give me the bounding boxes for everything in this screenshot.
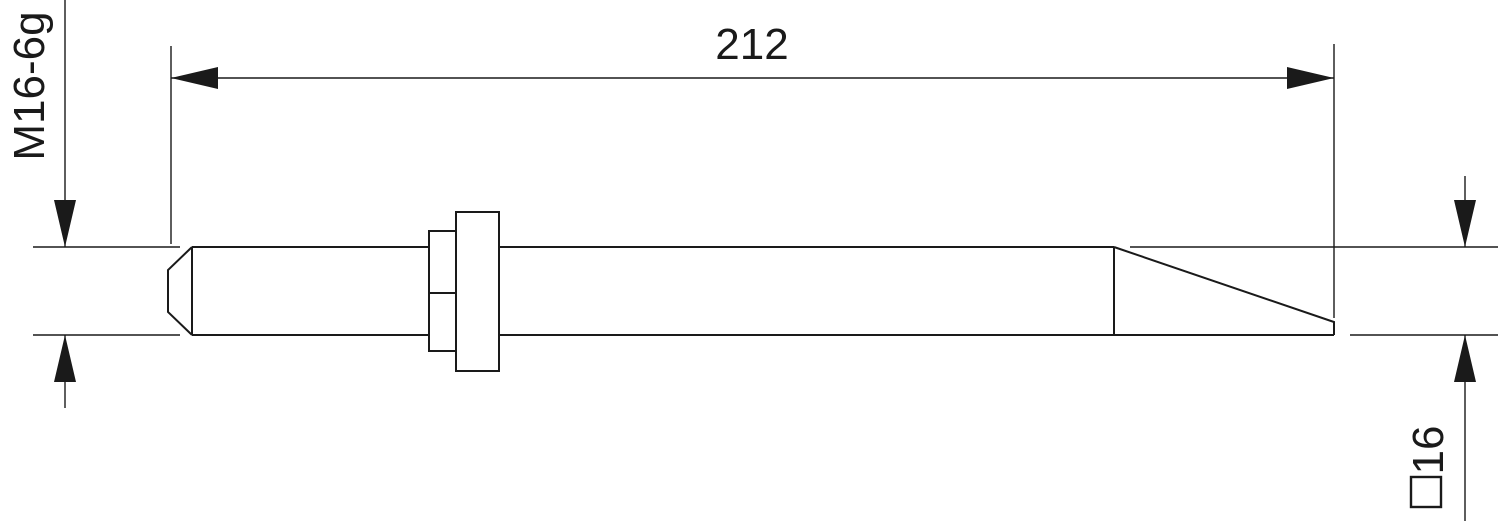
chisel-bevel (1113, 246, 1335, 335)
right-arrowhead (1287, 67, 1334, 89)
hex-nut (428, 230, 457, 352)
thread-upper-arrowhead (54, 200, 76, 247)
square-symbol-icon (1409, 475, 1443, 509)
part-outline (167, 211, 1335, 372)
thread-dimension: M16-6g (5, 0, 180, 408)
collar (455, 211, 500, 372)
tip-chamfer (167, 246, 193, 336)
left-arrowhead (171, 67, 218, 89)
square-upper-arrowhead (1454, 200, 1476, 247)
square-dimension: 16 (1130, 176, 1498, 521)
length-dimension: 212 (170, 20, 1335, 318)
thread-lower-arrowhead (54, 335, 76, 382)
square-lower-arrowhead (1454, 335, 1476, 382)
thread-label: M16-6g (5, 11, 54, 160)
square-label: 16 (1404, 426, 1453, 475)
length-label: 212 (715, 20, 788, 69)
